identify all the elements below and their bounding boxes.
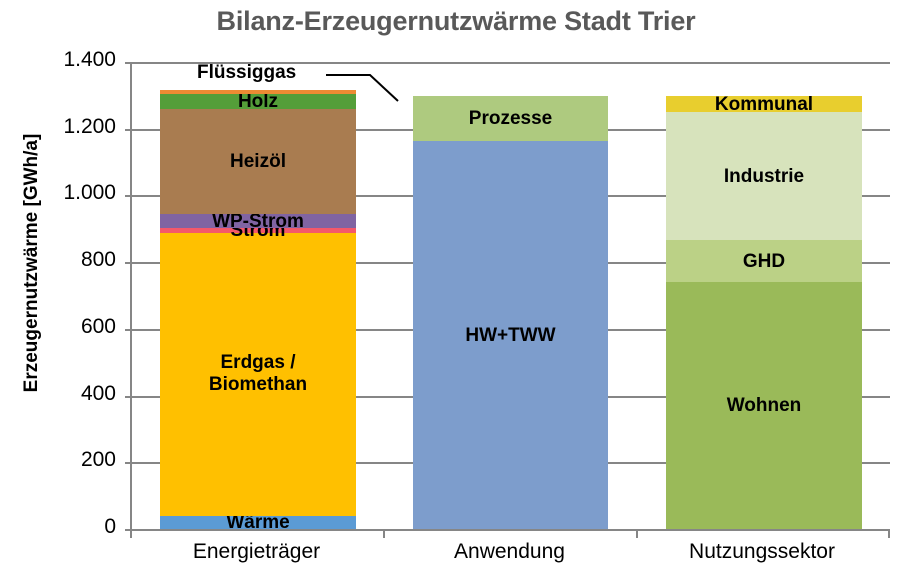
segment-label: Industrie <box>723 165 805 187</box>
y-axis-tick <box>125 262 132 265</box>
x-axis-line <box>130 529 888 531</box>
bar-segment-erdgas-biomethan[interactable]: Erdgas /Biomethan <box>160 232 356 516</box>
x-axis-tick <box>888 529 890 538</box>
y-axis-tick <box>125 529 132 531</box>
bar-segment-industrie[interactable]: Industrie <box>666 112 862 241</box>
bar-column-anwendung[interactable]: HW+TWW Prozesse <box>413 62 608 529</box>
segment-label: HW+TWW <box>465 324 556 346</box>
bar-column-nutzungssektor[interactable]: Wohnen GHD Industrie Kommunal <box>666 62 862 529</box>
gridline <box>132 62 890 64</box>
y-axis-tick-label: 1.200 <box>63 114 116 138</box>
y-axis-tick <box>125 395 132 398</box>
x-axis-tick <box>636 529 638 538</box>
segment-label: Prozesse <box>468 108 553 130</box>
y-axis-tick <box>125 128 132 131</box>
segment-label: Erdgas /Biomethan <box>208 352 308 396</box>
y-axis-tick <box>125 328 132 331</box>
x-axis-tick <box>130 529 132 538</box>
bar-segment-wp-strom[interactable]: WP-Strom <box>160 212 356 231</box>
y-axis-tick-label: 200 <box>80 448 116 472</box>
y-axis-tick <box>125 462 132 465</box>
segment-label: GHD <box>742 250 786 272</box>
segment-label: Heizöl <box>230 151 286 173</box>
x-axis-label-energieträger: Energieträger <box>192 540 321 563</box>
callout-label-fluessiggas: Flüssiggas <box>197 62 297 83</box>
chart-title: Bilanz-Erzeugernutzwärme Stadt Trier <box>216 6 696 36</box>
y-axis-tick-label: 0 <box>104 515 116 538</box>
bar-segment-heiz-l[interactable]: Heizöl <box>160 109 356 215</box>
bar-segment-wohnen[interactable]: Wohnen <box>666 282 862 529</box>
y-axis-tick-label: 800 <box>80 248 116 272</box>
callout-leader-line <box>326 74 399 102</box>
bar-segment-w-rme[interactable]: Wärme <box>160 513 356 532</box>
y-axis-tick-label: 1.000 <box>63 181 116 205</box>
segment-label: WP-Strom <box>212 210 304 232</box>
y-axis-tick <box>125 62 132 64</box>
y-axis-tick-label: 600 <box>80 314 116 338</box>
bar-segment-hw-tww[interactable]: HW+TWW <box>413 141 608 529</box>
y-axis-tick <box>125 195 132 198</box>
bar-segment-kommunal[interactable]: Kommunal <box>666 93 862 115</box>
y-axis-tick-label: 1.400 <box>63 48 116 71</box>
y-axis-tick-label: 400 <box>80 381 116 405</box>
x-axis-label-nutzungssektor: Nutzungssektor <box>689 540 835 563</box>
x-axis-tick <box>383 529 385 538</box>
bar-segment-fl-ssiggas[interactable] <box>160 90 356 95</box>
bar-segment-strom[interactable]: Strom <box>160 221 356 240</box>
x-axis-label-anwendung: Anwendung <box>454 540 565 563</box>
segment-label: Holz <box>237 91 279 113</box>
segment-label: Wohnen <box>726 395 802 417</box>
bar-segment-ghd[interactable]: GHD <box>666 240 862 283</box>
segment-label: Kommunal <box>714 93 814 115</box>
